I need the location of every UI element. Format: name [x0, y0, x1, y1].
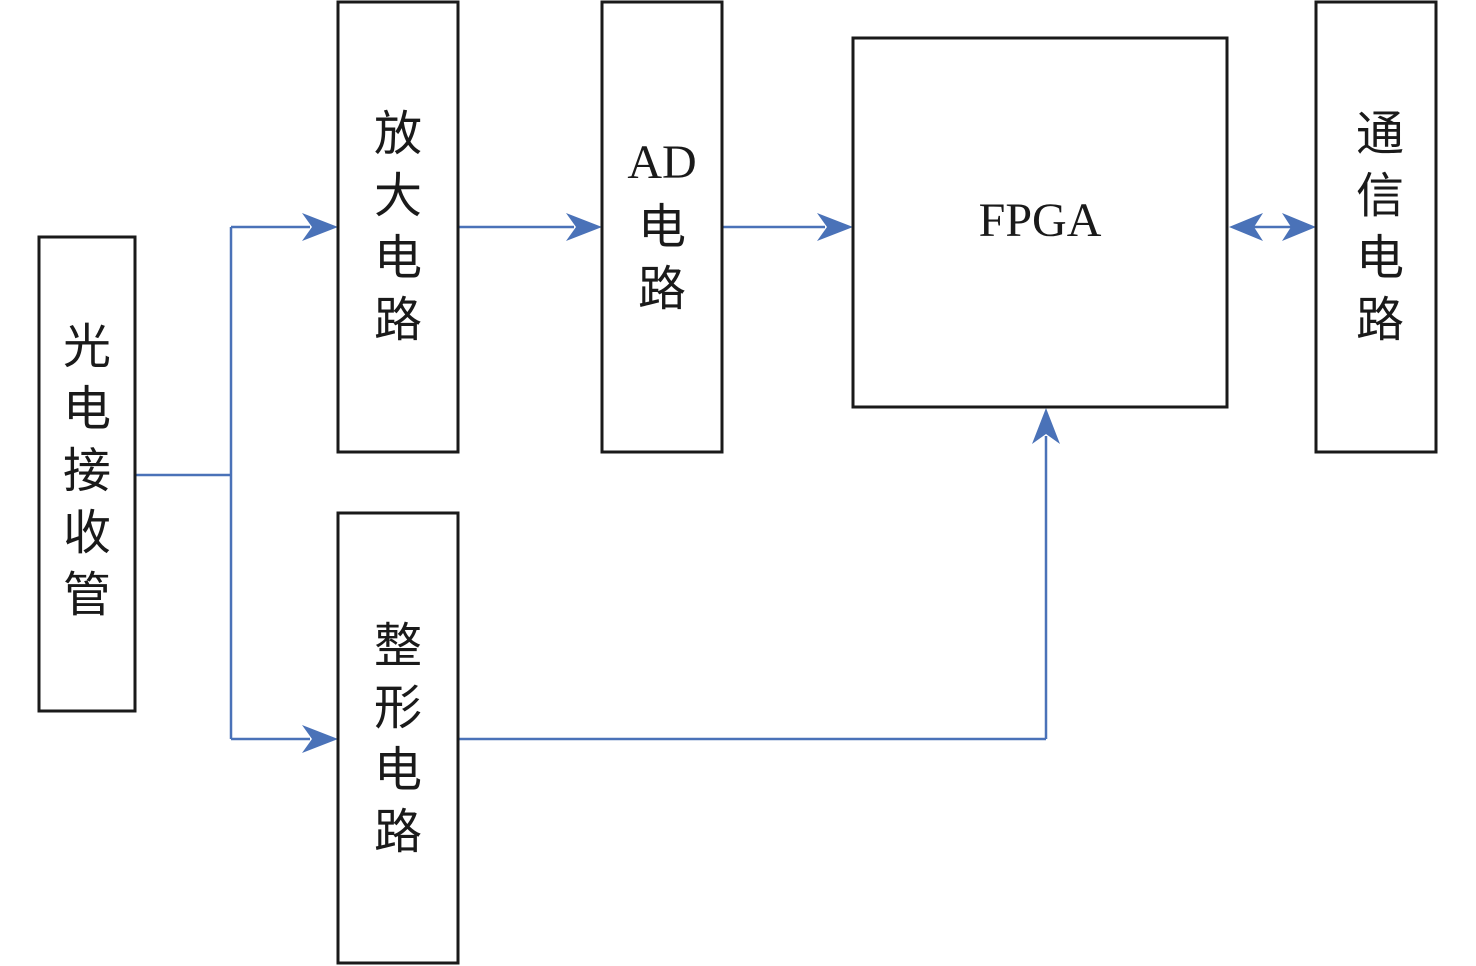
photodiode-box [37, 235, 137, 713]
adc-label-latin: AD [627, 136, 696, 189]
photodiode-label-char: 光 [63, 319, 111, 375]
amplifier-label-char: 路 [374, 292, 422, 348]
comm-box [1314, 0, 1438, 454]
block-shaper: 整 形 电 路 [336, 511, 460, 965]
comm-label-char: 电 [1356, 230, 1404, 286]
photodiode-label-char: 电 [63, 381, 111, 437]
block-adc: AD 电 路 [600, 0, 724, 454]
photodiode-label-char: 接 [63, 443, 111, 499]
arrowhead-to-adc [566, 213, 602, 241]
fpga-box [851, 36, 1229, 409]
arrowhead-to-fpga-bidir [1229, 213, 1263, 241]
block-photodiode: 光 电 接 收 管 [37, 235, 137, 713]
shaper-label-char: 电 [374, 742, 422, 798]
arrowhead-to-amplifier [302, 213, 338, 241]
fpga-label: FPGA [979, 194, 1102, 247]
shaper-box [336, 511, 460, 965]
shaper-label-char: 形 [374, 680, 422, 736]
photodiode-label-char: 管 [63, 567, 111, 623]
comm-label-char: 路 [1356, 292, 1404, 348]
connectors [136, 213, 1316, 753]
adc-box [600, 0, 724, 454]
amplifier-label-char: 电 [374, 230, 422, 286]
arrowhead-to-shaper [302, 725, 338, 753]
shaper-label-char: 整 [374, 618, 422, 674]
adc-label-char: 路 [638, 261, 686, 317]
photodiode-label-char: 收 [63, 505, 111, 561]
block-comm: 通 信 电 路 [1314, 0, 1438, 454]
comm-label-char: 信 [1356, 168, 1404, 224]
shaper-label-char: 路 [374, 804, 422, 860]
arrowhead-to-fpga [817, 213, 853, 241]
amplifier-label-char: 大 [374, 168, 422, 224]
comm-label-char: 通 [1356, 106, 1404, 162]
arrowhead-to-comm [1282, 213, 1316, 241]
block-fpga: FPGA [851, 36, 1229, 409]
amplifier-box [336, 0, 460, 454]
arrowhead-shaper-to-fpga [1032, 408, 1060, 444]
amplifier-label-char: 放 [374, 106, 422, 162]
adc-label-char: 电 [638, 199, 686, 255]
block-amplifier: 放 大 电 路 [336, 0, 460, 454]
